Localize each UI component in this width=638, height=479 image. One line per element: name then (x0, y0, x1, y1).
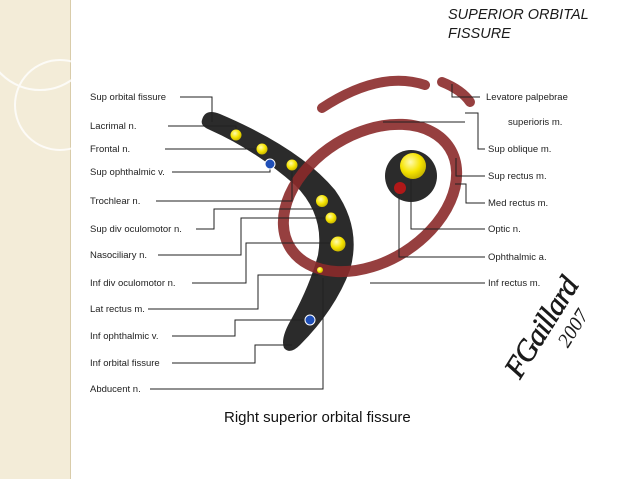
label-med-rectus: Med rectus m. (488, 198, 548, 209)
inf-div-oculomotor-dot (330, 236, 346, 252)
label-lacrimal-nerve: Lacrimal n. (90, 121, 136, 132)
label-sup-div-oculomotor: Sup div oculomotor n. (90, 224, 182, 235)
left-labels: Sup orbital fissure Lacrimal n. Frontal … (90, 92, 182, 395)
label-levator-superioris: superioris m. (508, 117, 562, 128)
sup-ophthalmic-vein-dot (264, 158, 276, 170)
decorative-circles (0, 0, 106, 151)
label-ophthalmic-artery: Ophthalmic a. (488, 252, 547, 263)
label-inf-rectus: Inf rectus m. (488, 278, 540, 289)
diagram-caption: Right superior orbital fissure (224, 409, 411, 426)
ophthalmic-artery-dot (394, 182, 406, 194)
label-sup-oblique: Sup oblique m. (488, 144, 551, 155)
superior-oblique-shape (437, 77, 475, 107)
label-sup-ophthalmic-vein: Sup ophthalmic v. (90, 167, 165, 178)
label-inf-ophthalmic-vein: Inf ophthalmic v. (90, 331, 158, 342)
fissure-contents (230, 129, 426, 326)
label-abducent-nerve: Abducent n. (90, 384, 141, 395)
levator-palpebrae-shape (317, 75, 430, 113)
label-nasociliary-nerve: Nasociliary n. (90, 250, 147, 261)
label-lat-rectus: Lat rectus m. (90, 304, 145, 315)
label-levator-palpebrae: Levatore palpebrae (486, 92, 568, 103)
sup-div-oculomotor-dot (316, 195, 328, 207)
label-inf-orbital-fissure: Inf orbital fissure (90, 358, 160, 369)
slide-title: SUPERIOR ORBITAL FISSURE (448, 7, 589, 42)
nasociliary-nerve-dot (325, 212, 337, 224)
trochlear-nerve-dot (286, 159, 298, 171)
optic-nerve-dot (400, 153, 426, 179)
label-sup-orbital-fissure: Sup orbital fissure (90, 92, 166, 103)
frontal-nerve-dot (256, 143, 268, 155)
decorative-left-band (0, 0, 71, 479)
label-sup-rectus: Sup rectus m. (488, 171, 547, 182)
superior-orbital-fissure-shape (201, 112, 354, 351)
label-optic-nerve: Optic n. (488, 224, 521, 235)
label-inf-div-oculomotor: Inf div oculomotor n. (90, 278, 176, 289)
label-frontal-nerve: Frontal n. (90, 144, 130, 155)
inf-ophthalmic-vein-dot (304, 314, 316, 326)
label-trochlear-nerve: Trochlear n. (90, 196, 140, 207)
leader-lines (148, 84, 485, 390)
annulus-of-zinn (277, 118, 463, 278)
right-labels: Levatore palpebrae superioris m. Sup obl… (486, 92, 568, 289)
lacrimal-nerve-dot (230, 129, 242, 141)
abducent-nerve-dot (317, 267, 323, 273)
